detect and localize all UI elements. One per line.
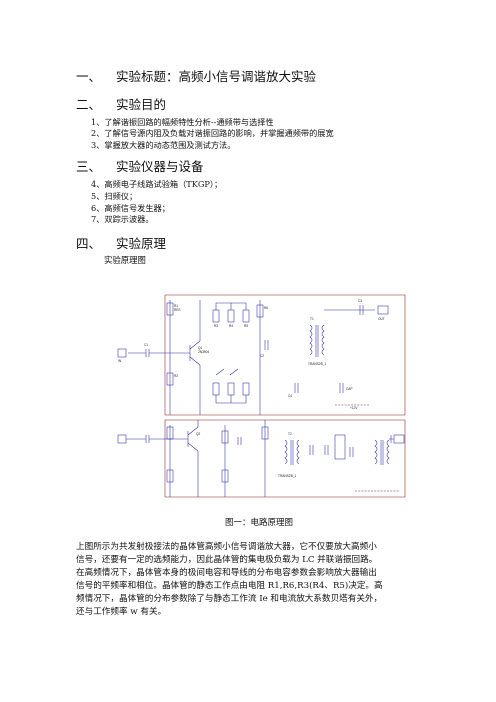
section-objectives: 二、实验目的 [76,94,166,113]
c4-label: C4 [288,394,292,398]
list-item: 3、掌握放大器的动态范围及测试方法。 [91,140,236,150]
resistor-r6 [256,304,264,318]
r4-label: R4 [229,324,233,328]
list-item: 7、双踪示波器。 [91,214,154,224]
list-item: 1、了解谐振回路的幅频特性分析--通频带与选择性 [91,117,274,127]
cap-label: CAP [346,387,353,391]
list-item: 6、高频信号发生器； [91,203,170,213]
input-label: IN [118,359,122,363]
paragraph-line: 信号的平频率和相位。晶体管的静态工作点由电阻 R1,R6,R3(R4、R5)决定… [76,581,383,592]
paragraph-line: 在高频情况下，晶体管本身的极间电容和导线的分布电容参数会影响放大器输出 [76,568,377,579]
r6-label: R6 [264,306,268,310]
section-number: 二、 [76,97,102,112]
list-item: 5、扫频仪； [91,191,138,201]
resistor-r2 [166,372,174,386]
figure-label: 实验原理图 [104,255,146,265]
section-heading: 实验标题：高频小信号调谐放大实验 [116,69,317,84]
res-label: RES [174,308,181,312]
list-item: 4、高频电子线路试验箱（TKGP）； [91,179,223,189]
resistor-r1 [166,302,174,316]
q1-label: Q1 [198,346,202,350]
paragraph-line: 信号，还要有一定的选频能力，因此晶体管的集电极负载为 LC 并联谐振回路。 [76,555,378,566]
t1-label: T1 [310,317,314,321]
output-label: OUT [378,317,385,321]
c1-label: C1 [144,343,148,347]
r3-label: R3 [214,324,218,328]
q1-part: 2N3904 [198,350,209,354]
section-heading: 实验目的 [116,97,167,112]
body-paragraph: 上图所示为共发射极接法的晶体管高频小信号调谐放大器，它不仅要放大高频小 信号，还… [76,541,414,620]
list-item: 2、了解信号源内阻及负载对谐振回路的影响，并掌握通频带的展宽 [91,128,334,138]
trans2-label: TRANS2B_1 [278,474,296,478]
section-heading: 实验仪器与设备 [116,159,204,174]
r1-label: R1 [174,304,178,308]
c3-label: C3 [358,299,362,303]
r2-label: R2 [174,374,178,378]
q2-label: Q2 [196,432,200,436]
section-title: 一、实验标题：高频小信号调谐放大实验 [76,66,316,85]
paragraph-line: 频情况下，晶体管的分布参数除了与静态工作流 Ie 和电流放大系数贝塔有关外， [76,594,383,605]
section-number: 一、 [76,69,102,84]
section-equipment: 三、实验仪器与设备 [76,156,204,175]
paragraph-line: 还与工作频率 w 有关。 [76,607,167,618]
c2-label: C2 [260,354,264,358]
section-principle: 四、实验原理 [76,233,166,252]
circuit-schematic: R1 RES R2 IN C1 Q1 2N3904 R3 R4 R5 R6 C2… [117,294,406,498]
paragraph-line: 上图所示为共发射极接法的晶体管高频小信号调谐放大器，它不仅要放大高频小 [76,542,377,552]
output-port [377,305,389,315]
trans1-label: TRANS2B_1 [308,362,326,366]
r5-label: R5 [244,324,248,328]
vcc-label: +12V [350,406,358,410]
figure-caption: 图一：电路原理图 [225,518,294,528]
section-number: 三、 [76,159,102,174]
section-heading: 实验原理 [116,236,167,251]
section-number: 四、 [76,236,102,251]
resistor-r3 [212,309,220,323]
input-port [117,348,127,358]
resistor-r5 [242,309,250,323]
t2-label: T2 [288,432,292,436]
resistor-r4 [227,309,235,323]
